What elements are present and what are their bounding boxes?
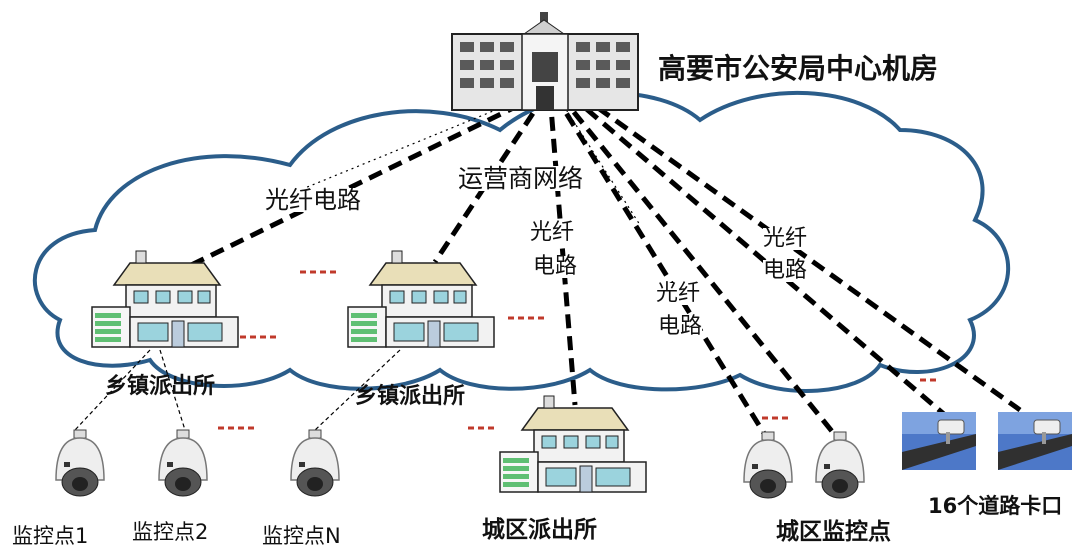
fiber-line <box>547 94 578 406</box>
fiber-line <box>558 93 837 437</box>
fiber-label-left: 光纤电路 <box>265 186 361 214</box>
center-label: 高要市公安局中心机房 <box>658 52 939 85</box>
dome-camera-icon <box>158 429 208 497</box>
dome-camera-icon <box>815 431 865 499</box>
camera-label-n: 监控点N <box>262 524 341 548</box>
building-icon <box>451 12 639 111</box>
dome-camera-icon <box>743 431 793 499</box>
fiber-label-mid-1: 光纤 <box>530 220 575 245</box>
dome-camera-icon <box>55 429 105 497</box>
city-cameras-label: 城区监控点 <box>776 519 891 545</box>
fiber-label-r1-2: 电路 <box>658 314 703 339</box>
fiber-label-r1-1: 光纤 <box>656 281 701 306</box>
road-checkpoints-label: 16个道路卡口 <box>928 494 1063 518</box>
fiber-label-mid-2: 电路 <box>533 254 578 279</box>
camera-label-1: 监控点1 <box>12 524 89 548</box>
township-station-label-2: 乡镇派出所 <box>355 384 466 409</box>
fiber-line <box>568 93 947 417</box>
fiber-label-r2-1: 光纤 <box>763 226 808 251</box>
camera-link <box>74 349 151 431</box>
city-station-label: 城区派出所 <box>482 517 597 543</box>
house-icon <box>499 395 647 493</box>
township-station-label-1: 乡镇派出所 <box>105 374 216 399</box>
dotted-line <box>559 99 641 226</box>
dotted-line <box>299 99 521 191</box>
road-camera-icon <box>901 411 977 471</box>
dome-camera-icon <box>290 429 340 497</box>
cloud-label: 运营商网络 <box>458 164 584 193</box>
fiber-line <box>578 92 1022 413</box>
road-camera-icon <box>997 411 1073 471</box>
fiber-label-r2-2: 电路 <box>763 258 808 283</box>
camera-link <box>314 349 401 431</box>
camera-label-2: 监控点2 <box>132 520 209 544</box>
fiber-line <box>552 93 768 437</box>
